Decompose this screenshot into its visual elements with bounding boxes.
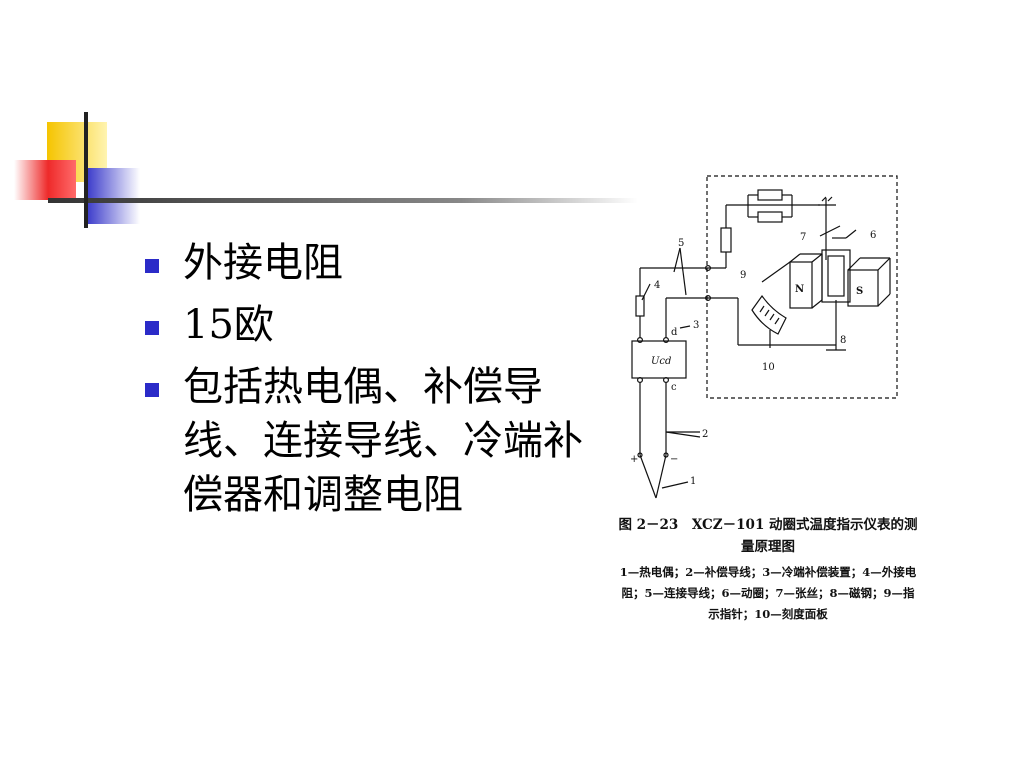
label-d: d — [671, 327, 678, 338]
bullet-text: 包括热电偶、补偿导线、连接导线、冷端补偿器和调整电阻 — [183, 364, 583, 518]
bullet-icon — [145, 383, 159, 397]
magnet-n-label: N — [795, 284, 804, 295]
scale-panel — [751, 294, 787, 335]
label-n8: 8 — [840, 335, 846, 346]
bullet-icon — [145, 259, 159, 273]
bullet-text: 外接电阻 — [183, 240, 343, 286]
label-n1: 1 — [690, 476, 696, 487]
label-n9: 9 — [740, 270, 746, 281]
label-n3: 3 — [693, 320, 699, 331]
label-n10: 10 — [762, 362, 775, 373]
bullet-item: 15欧 — [145, 298, 605, 352]
horizontal-rule — [48, 198, 638, 203]
instrument-enclosure — [706, 175, 898, 399]
caption-title: 图 2－23 XCZ－101 动圈式温度指示仪表的测量原理图 — [618, 517, 918, 555]
circuit-diagram: 1 2 3 4 5 6 7 8 9 10 d c Ucd + − N S — [630, 175, 898, 499]
red-square — [14, 160, 76, 200]
bullet-list: 外接电阻 15欧 包括热电偶、补偿导线、连接导线、冷端补偿器和调整电阻 — [145, 236, 605, 530]
label-c: c — [671, 382, 677, 393]
label-n2: 2 — [702, 429, 708, 440]
label-n4: 4 — [654, 280, 660, 291]
label-n5: 5 — [678, 238, 684, 249]
caption-legend: 1—热电偶；2—补偿导线；3—冷端补偿装置；4—外接电阻；5—连接导线；6—动圈… — [619, 565, 917, 621]
bullet-item: 包括热电偶、补偿导线、连接导线、冷端补偿器和调整电阻 — [145, 360, 605, 522]
title-decoration — [14, 112, 638, 228]
bullet-item: 外接电阻 — [145, 236, 605, 290]
label-minus: − — [670, 454, 678, 465]
label-ucd: Ucd — [651, 356, 671, 367]
figure-caption: 图 2－23 XCZ－101 动圈式温度指示仪表的测量原理图 1—热电偶；2—补… — [618, 514, 918, 625]
label-plus: + — [630, 454, 638, 465]
magnet-south — [847, 269, 879, 307]
vertical-rule — [84, 112, 88, 228]
bullet-text: 15欧 — [183, 302, 274, 348]
blue-square — [84, 168, 140, 224]
bullet-icon — [145, 321, 159, 335]
cold-junction-compensator — [631, 340, 687, 379]
label-n7: 7 — [800, 232, 806, 243]
magnet-s-label: S — [856, 286, 863, 297]
label-n6: 6 — [870, 230, 876, 241]
magnet-north — [789, 261, 813, 309]
